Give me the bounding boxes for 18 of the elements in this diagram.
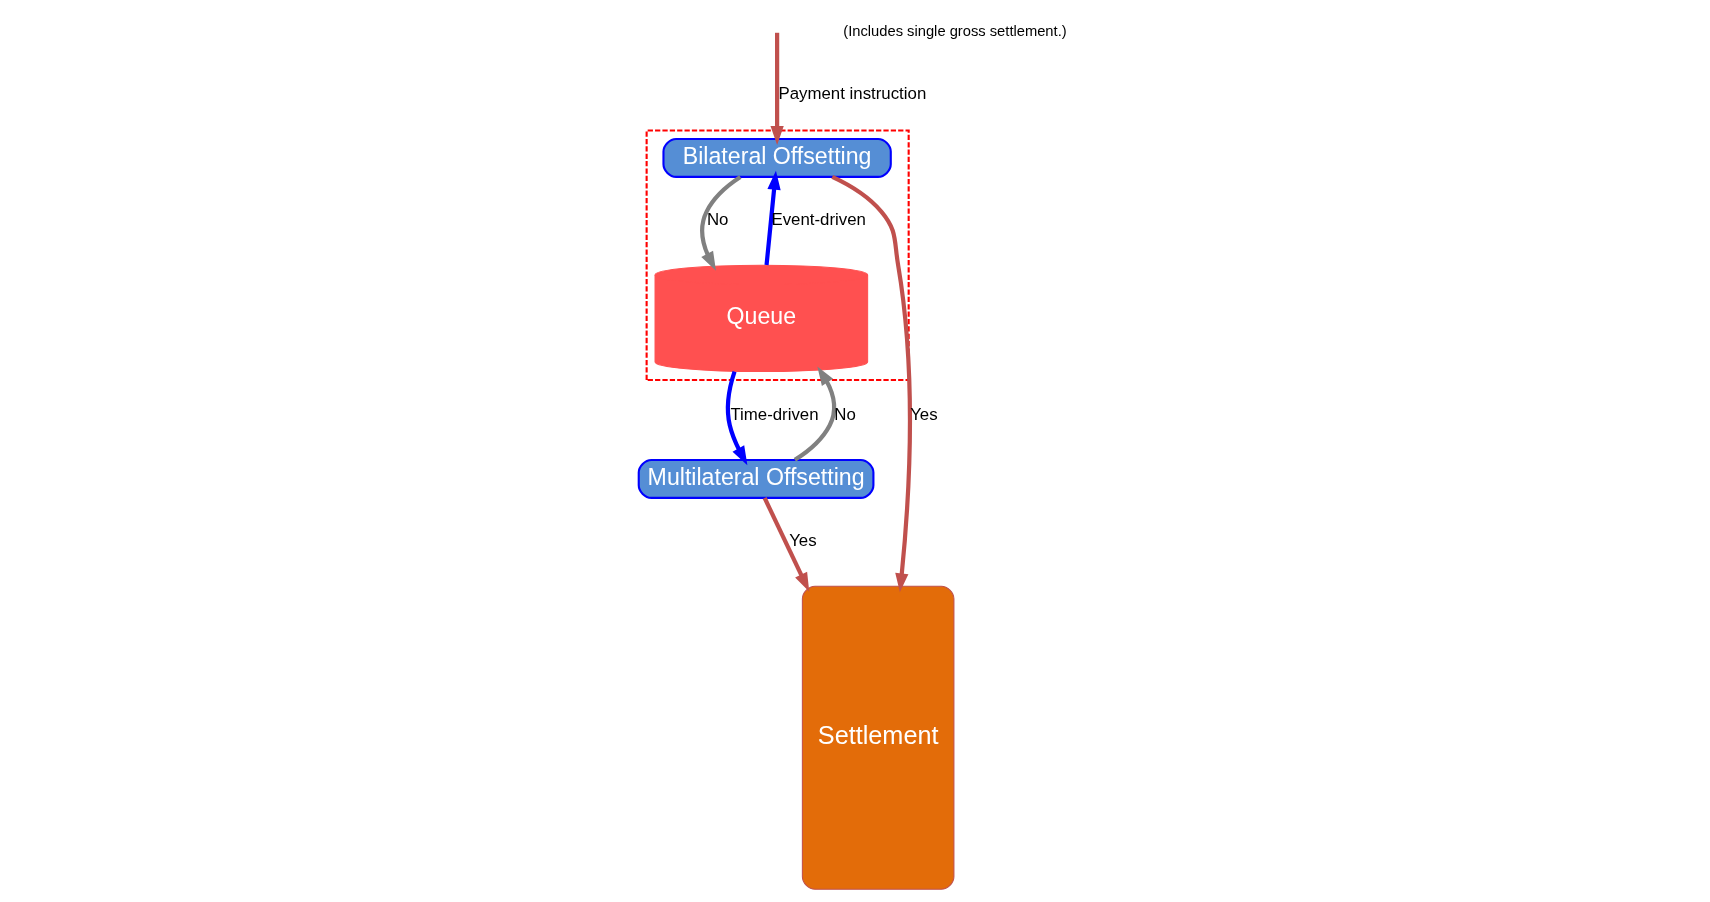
node-box: Bilateral Offsetting — [662, 137, 892, 178]
arrow — [762, 497, 810, 592]
arrow — [764, 170, 781, 266]
edge-label: Payment instruction — [778, 83, 927, 103]
arrow — [793, 366, 837, 462]
edge-label: Yes — [789, 531, 817, 551]
arrow — [831, 175, 912, 593]
cluster — [645, 129, 910, 381]
node-box: Multilateral Offsetting — [637, 458, 875, 499]
label: (Includes single gross settlement.) — [843, 22, 1067, 39]
arrow — [770, 32, 784, 145]
arrow — [725, 370, 748, 466]
arrow — [700, 175, 742, 271]
node-box: Settlement — [801, 585, 955, 890]
edge-label: Event-driven — [771, 210, 866, 230]
edge-label: Time-driven — [730, 404, 819, 424]
edge-label: No — [834, 404, 856, 424]
edge-label: No — [706, 210, 729, 230]
